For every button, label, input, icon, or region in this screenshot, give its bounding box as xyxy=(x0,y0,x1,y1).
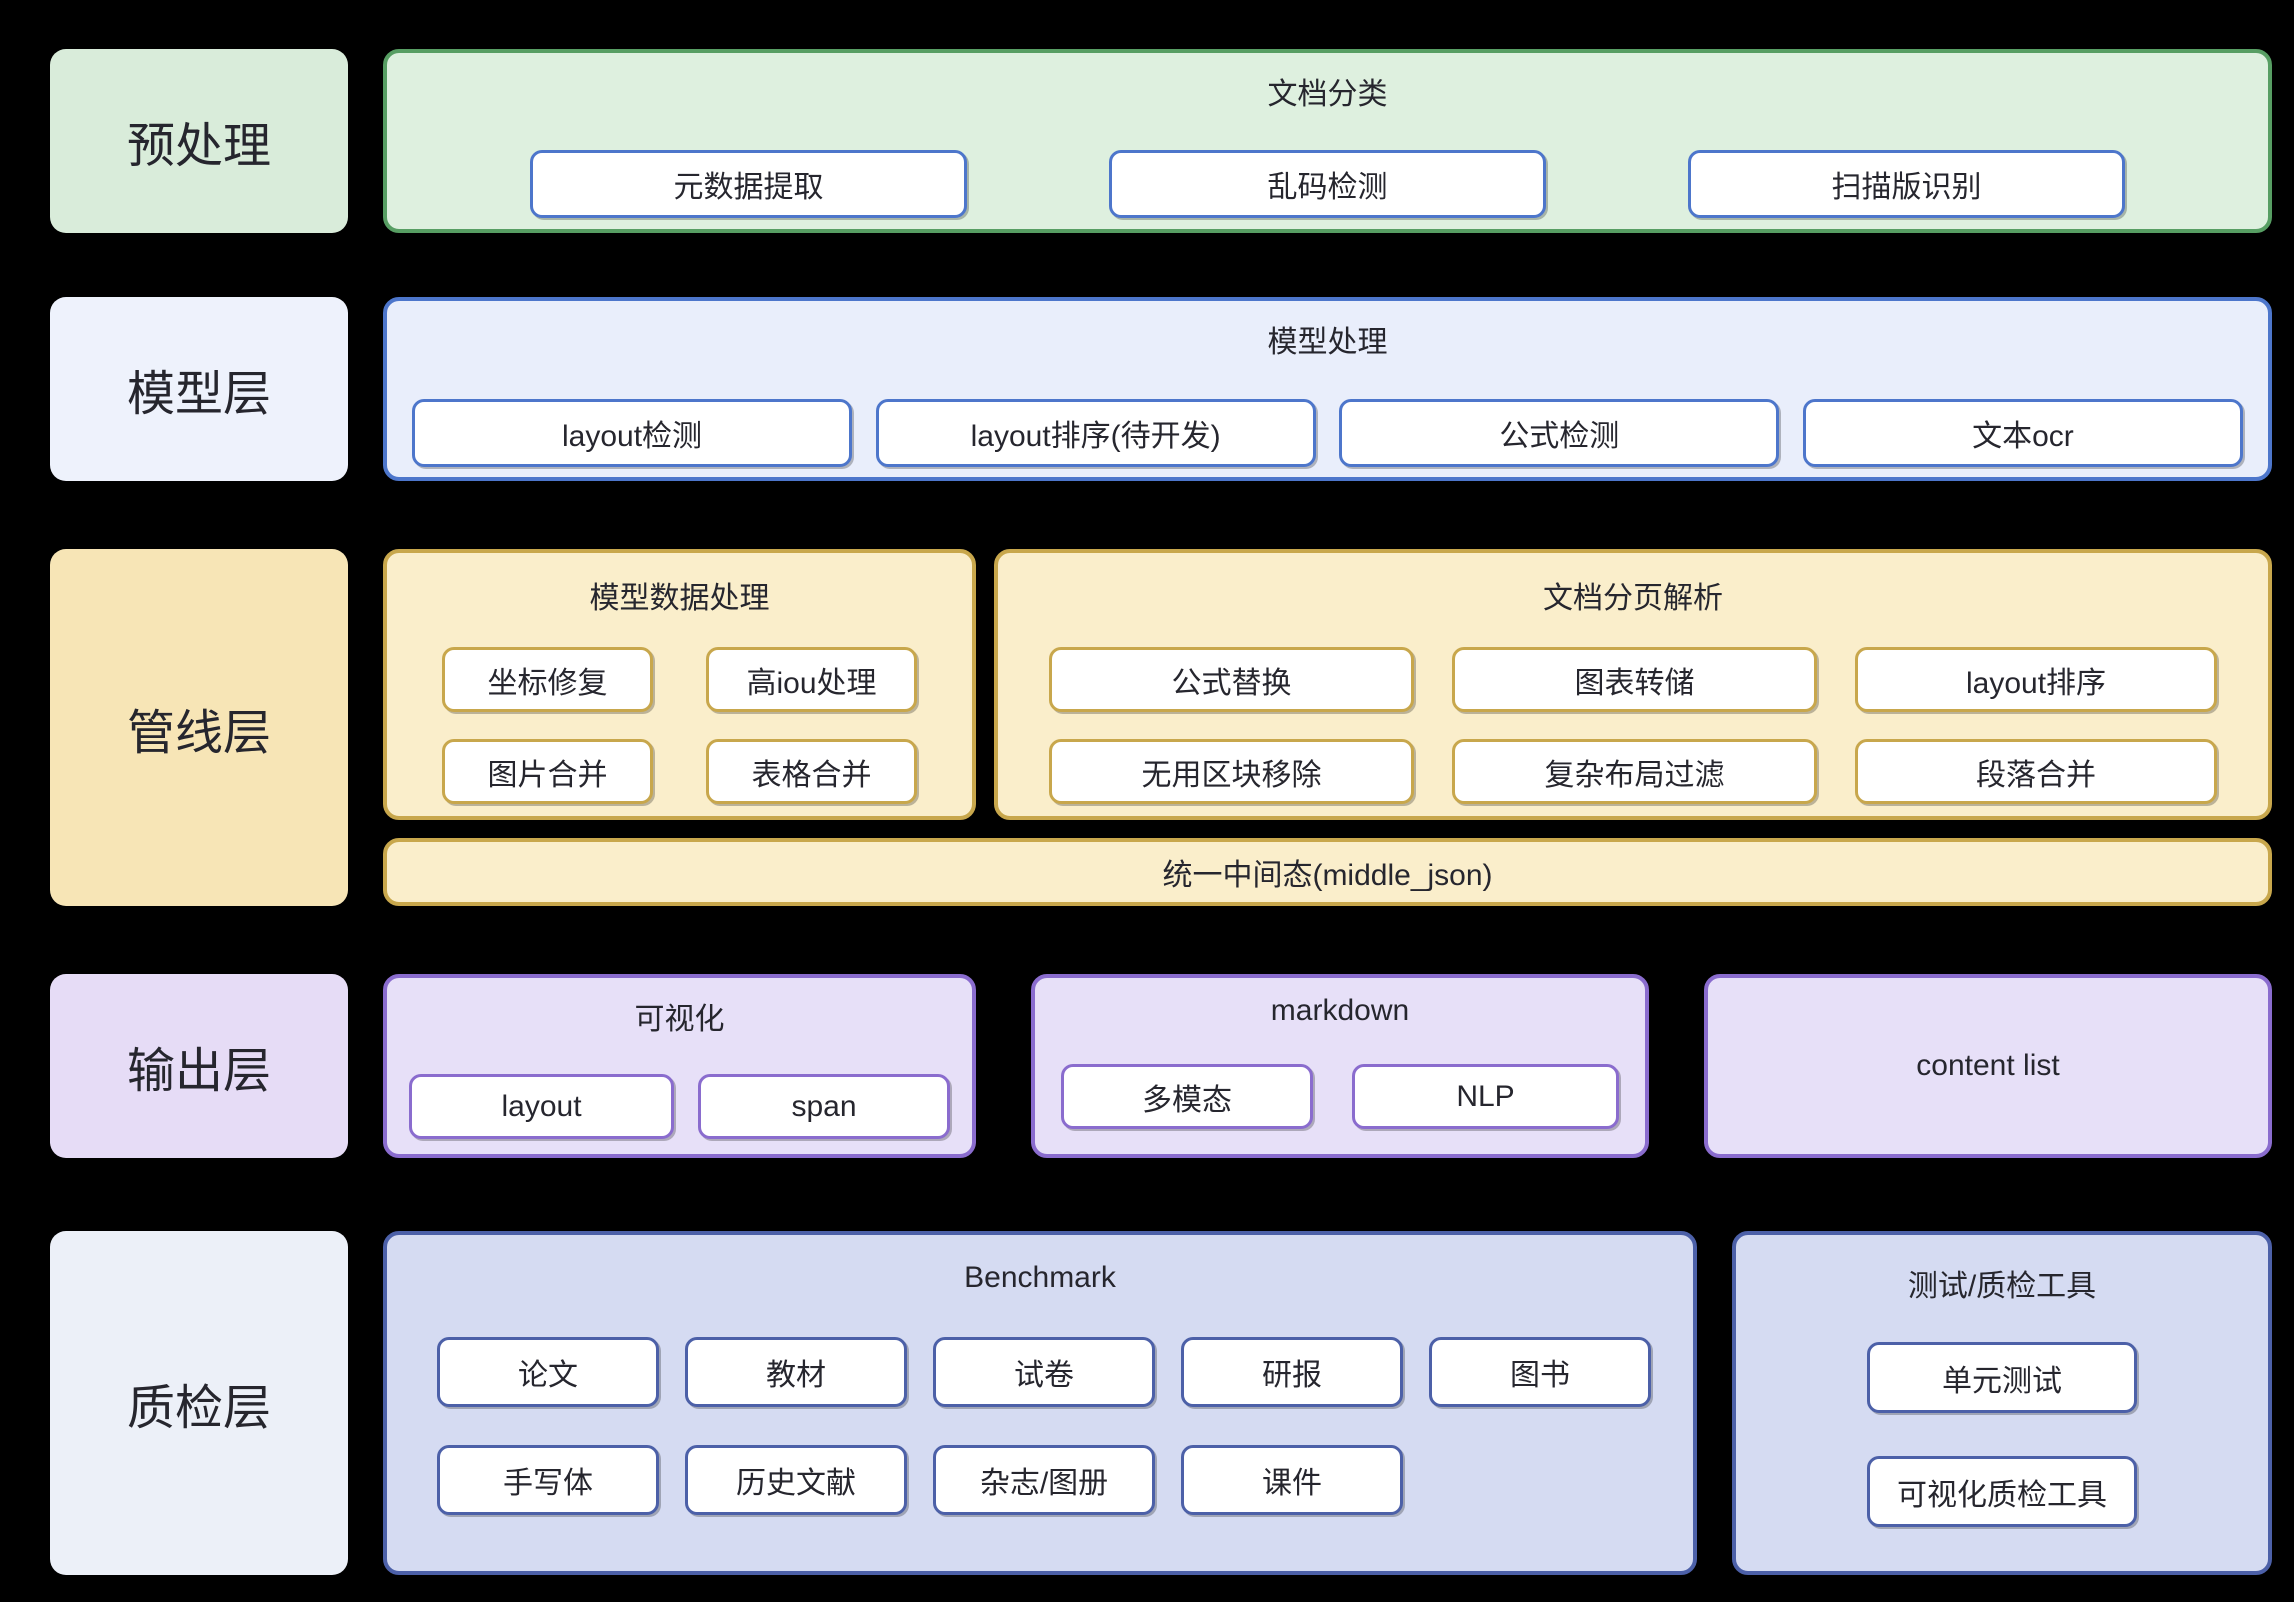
diagram-node: 复杂布局过滤 xyxy=(1452,739,1817,804)
layer-label-preprocess: 预处理 xyxy=(50,49,348,233)
diagram-node: 无用区块移除 xyxy=(1049,739,1414,804)
diagram-node: layout排序(待开发) xyxy=(875,399,1316,467)
group-doc-classification: 文档分类 元数据提取 乱码检测 扫描版识别 xyxy=(383,49,2272,233)
bar-middle-json: 统一中间态(middle_json) xyxy=(383,838,2272,906)
diagram-node: 段落合并 xyxy=(1855,739,2217,804)
diagram-node: 高iou处理 xyxy=(706,647,917,712)
node-row: layout检测 layout排序(待开发) 公式检测 文本ocr xyxy=(387,399,2268,467)
group-model-processing: 模型处理 layout检测 layout排序(待开发) 公式检测 文本ocr xyxy=(383,297,2272,481)
pipeline-groups: 模型数据处理 坐标修复 高iou处理 图片合并 表格合并 文档分页解析 公式替换… xyxy=(383,549,2272,820)
group-title: 测试/质检工具 xyxy=(1907,1270,2097,1303)
pipeline-content: 模型数据处理 坐标修复 高iou处理 图片合并 表格合并 文档分页解析 公式替换… xyxy=(383,549,2272,906)
diagram-node: 元数据提取 xyxy=(530,150,967,218)
node-row: layout span xyxy=(387,1074,972,1139)
layer-label-output: 输出层 xyxy=(50,974,348,1158)
diagram-node: 公式检测 xyxy=(1339,399,1780,467)
group-test-qa-tools: 测试/质检工具 单元测试 可视化质检工具 xyxy=(1732,1231,2272,1575)
diagram-node: 课件 xyxy=(1181,1445,1403,1515)
diagram-node: 论文 xyxy=(437,1337,659,1407)
group-title: 模型处理 xyxy=(1267,326,1388,359)
group-markdown: markdown 多模态 NLP xyxy=(1031,974,1649,1158)
output-groups: 可视化 layout span markdown 多模态 NLP content… xyxy=(383,974,2272,1158)
diagram-node: 历史文献 xyxy=(685,1445,907,1515)
layer-label-pipeline: 管线层 xyxy=(50,549,348,906)
group-title: 文档分类 xyxy=(1267,78,1388,111)
group-benchmark: Benchmark 论文 教材 试卷 研报 图书 手写体 历史文献 杂志/图册 … xyxy=(383,1231,1697,1575)
diagram-node: 单元测试 xyxy=(1867,1342,2137,1413)
diagram-node: layout检测 xyxy=(412,399,852,467)
diagram-node: span xyxy=(698,1074,950,1139)
diagram-node: layout排序 xyxy=(1855,647,2217,712)
layer-row-qa: 质检层 Benchmark 论文 教材 试卷 研报 图书 手写体 历史文献 杂志… xyxy=(50,1231,2272,1575)
diagram-node: 乱码检测 xyxy=(1109,150,1546,218)
diagram-node: 可视化质检工具 xyxy=(1867,1456,2137,1527)
diagram-node: 图表转储 xyxy=(1452,647,1817,712)
diagram-node: 图书 xyxy=(1429,1337,1651,1407)
diagram-node: 扫描版识别 xyxy=(1688,150,2125,218)
diagram-node: 教材 xyxy=(685,1337,907,1407)
group-title: Benchmark xyxy=(964,1261,1116,1294)
diagram-node: 公式替换 xyxy=(1049,647,1414,712)
diagram-node: 研报 xyxy=(1181,1337,1403,1407)
diagram-node: 多模态 xyxy=(1061,1064,1313,1129)
layer-label-model: 模型层 xyxy=(50,297,348,481)
layer-row-preprocess: 预处理 文档分类 元数据提取 乱码检测 扫描版识别 xyxy=(50,49,2272,233)
diagram-node: layout xyxy=(409,1074,674,1139)
node-row: 论文 教材 试卷 研报 图书 xyxy=(387,1337,1693,1407)
layer-row-model: 模型层 模型处理 layout检测 layout排序(待开发) 公式检测 文本o… xyxy=(50,297,2272,481)
group-content-list: content list xyxy=(1704,974,2272,1158)
group-title: markdown xyxy=(1270,994,1410,1027)
group-visualization: 可视化 layout span xyxy=(383,974,976,1158)
group-model-data-processing: 模型数据处理 坐标修复 高iou处理 图片合并 表格合并 xyxy=(383,549,976,820)
diagram-node: 图片合并 xyxy=(442,739,653,804)
diagram-node: NLP xyxy=(1352,1064,1619,1129)
node-row: 元数据提取 乱码检测 扫描版识别 xyxy=(387,150,2268,218)
group-title: 可视化 xyxy=(634,1003,725,1036)
diagram-node: 试卷 xyxy=(933,1337,1155,1407)
layer-row-pipeline: 管线层 模型数据处理 坐标修复 高iou处理 图片合并 表格合并 文档分页解析 … xyxy=(50,549,2272,906)
group-title: 文档分页解析 xyxy=(1543,582,1723,615)
node-row: 多模态 NLP xyxy=(1035,1064,1645,1129)
diagram-node: 文本ocr xyxy=(1802,399,2243,467)
layer-label-qa: 质检层 xyxy=(50,1231,348,1575)
layer-row-output: 输出层 可视化 layout span markdown 多模态 NLP con… xyxy=(50,974,2272,1158)
node-grid: 公式替换 图表转储 layout排序 无用区块移除 复杂布局过滤 段落合并 xyxy=(998,647,2268,804)
node-grid: 坐标修复 高iou处理 图片合并 表格合并 xyxy=(387,647,972,804)
group-title: 模型数据处理 xyxy=(589,582,770,615)
diagram-node: 手写体 xyxy=(437,1445,659,1515)
group-doc-page-parsing: 文档分页解析 公式替换 图表转储 layout排序 无用区块移除 复杂布局过滤 … xyxy=(994,549,2272,820)
diagram-node: 表格合并 xyxy=(706,739,917,804)
node-row: 手写体 历史文献 杂志/图册 课件 xyxy=(387,1445,1693,1515)
diagram-node: 坐标修复 xyxy=(442,647,653,712)
diagram-node: 杂志/图册 xyxy=(933,1445,1155,1515)
